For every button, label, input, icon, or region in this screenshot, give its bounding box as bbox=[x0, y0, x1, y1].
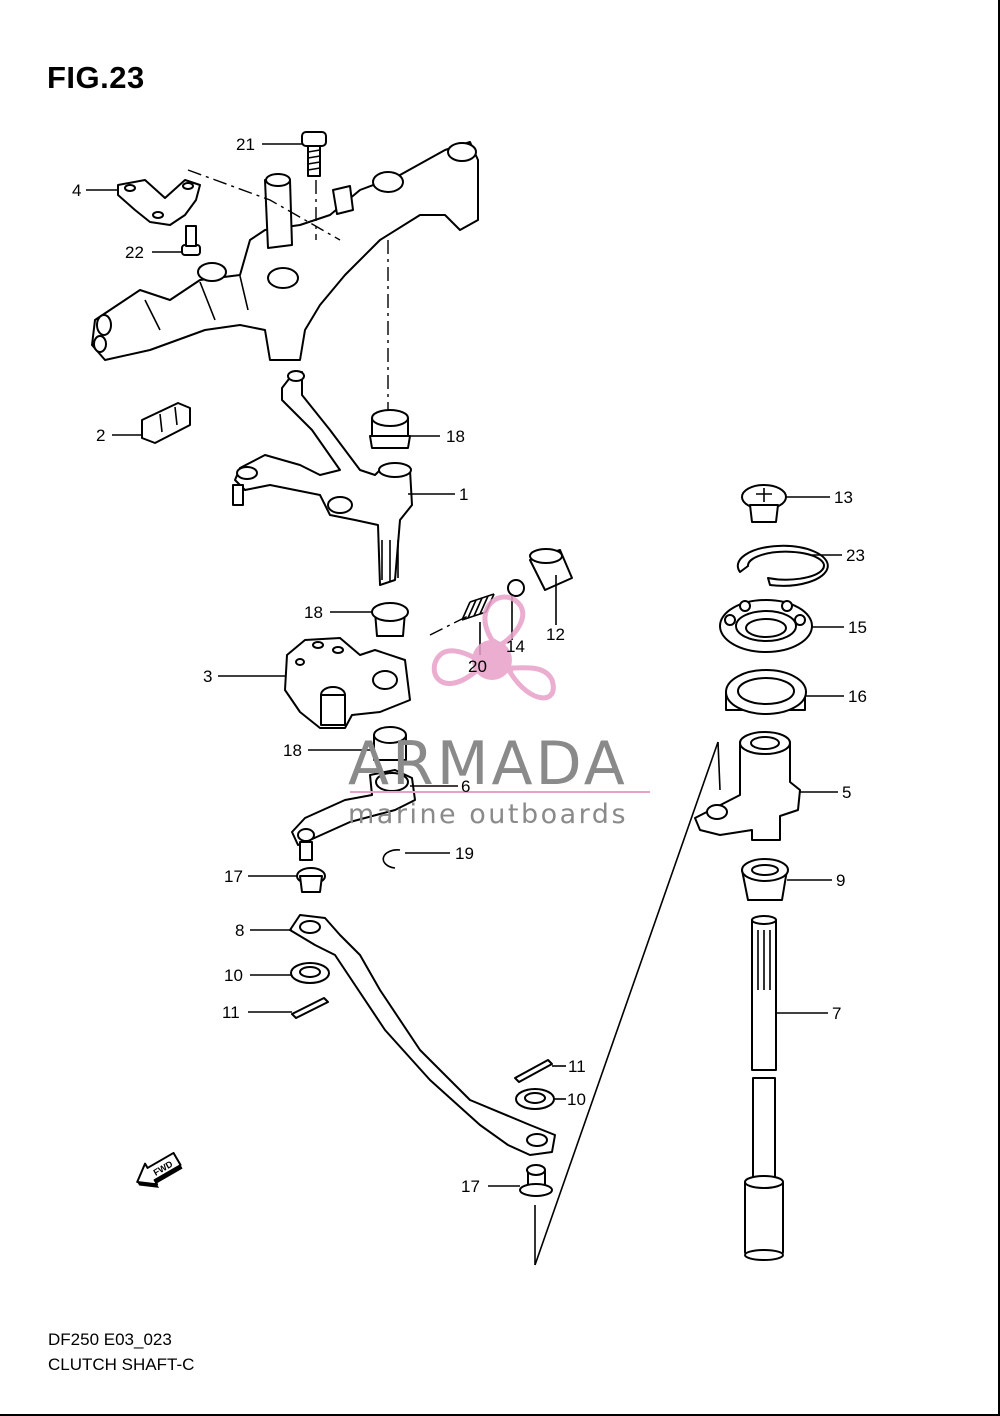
assembly-guide-lines bbox=[187, 169, 721, 1266]
watermark-subtitle: marine outboards bbox=[348, 799, 628, 830]
pin-part-11-right[interactable] bbox=[514, 1059, 553, 1083]
callout-19: 19 bbox=[455, 844, 474, 863]
bracket-part-3[interactable] bbox=[284, 637, 411, 729]
bushing-part-18-mid[interactable] bbox=[371, 602, 409, 637]
eclip-part-19[interactable] bbox=[382, 849, 401, 869]
spring-part-20[interactable] bbox=[461, 593, 495, 621]
screw-part-22[interactable] bbox=[181, 225, 201, 256]
watermark-title: ARMADA bbox=[348, 729, 628, 799]
callout-20: 20 bbox=[468, 657, 487, 676]
callout-17-top: 17 bbox=[224, 867, 243, 886]
plug-part-13[interactable] bbox=[741, 484, 787, 523]
callout-11-left: 11 bbox=[222, 1003, 240, 1022]
ball-part-14[interactable] bbox=[507, 579, 525, 597]
figure-title: FIG.23 bbox=[47, 60, 145, 95]
callout-16: 16 bbox=[848, 687, 867, 706]
callout-14: 14 bbox=[506, 637, 525, 656]
callout-18-top: 18 bbox=[446, 427, 465, 446]
washer-part-10-right[interactable] bbox=[515, 1088, 555, 1110]
callout-23: 23 bbox=[846, 546, 865, 565]
callout-6: 6 bbox=[461, 777, 470, 796]
leader-lines bbox=[86, 143, 844, 1187]
diagram-name: CLUTCH SHAFT-C bbox=[48, 1355, 195, 1374]
bushing-part-17-bottom[interactable] bbox=[519, 1164, 553, 1197]
washer-part-10-left[interactable] bbox=[290, 962, 330, 984]
callout-5: 5 bbox=[842, 783, 851, 802]
bolt-part-21[interactable] bbox=[301, 131, 327, 177]
callout-17-bottom: 17 bbox=[461, 1177, 480, 1196]
rod-part-8[interactable] bbox=[289, 914, 556, 1156]
bushing-part-17-top[interactable] bbox=[296, 867, 326, 893]
callout-11-right: 11 bbox=[568, 1057, 586, 1076]
bearing-part-15[interactable] bbox=[719, 599, 813, 653]
callout-10-right: 10 bbox=[567, 1090, 586, 1109]
callout-7: 7 bbox=[832, 1004, 841, 1023]
shift-lever-part-1[interactable] bbox=[232, 370, 413, 586]
bushing-part-18-low[interactable] bbox=[373, 726, 407, 761]
snap-ring-part-23[interactable] bbox=[736, 544, 829, 587]
callout-18-low: 18 bbox=[283, 741, 302, 760]
propeller-icon bbox=[431, 594, 556, 701]
callout-2: 2 bbox=[96, 426, 105, 445]
arm-part-6[interactable] bbox=[291, 769, 416, 861]
callout-9: 9 bbox=[836, 871, 845, 890]
callout-8: 8 bbox=[235, 921, 244, 940]
callout-10-left: 10 bbox=[224, 966, 243, 985]
bushing-part-18-top[interactable] bbox=[369, 409, 411, 449]
bracket-part[interactable] bbox=[91, 141, 479, 361]
pin-part-11-left[interactable] bbox=[291, 997, 329, 1019]
bushing-part-9[interactable] bbox=[741, 858, 789, 901]
diagram-code: DF250 E03_023 bbox=[48, 1330, 172, 1349]
fwd-arrow-icon: FWD bbox=[136, 1151, 183, 1188]
clutch-shaft-part-7[interactable] bbox=[744, 915, 784, 1261]
callout-1: 1 bbox=[459, 485, 468, 504]
callout-12: 12 bbox=[546, 625, 565, 644]
callout-4: 4 bbox=[72, 181, 81, 200]
callout-22: 22 bbox=[125, 243, 144, 262]
callout-3: 3 bbox=[203, 667, 212, 686]
callout-labels: 21 4 22 2 18 1 18 12 14 20 3 18 6 19 17 … bbox=[72, 135, 867, 1196]
sleeve-part-12[interactable] bbox=[529, 548, 573, 591]
seal-part-16[interactable] bbox=[725, 669, 807, 715]
callout-13: 13 bbox=[834, 488, 853, 507]
housing-part-5[interactable] bbox=[694, 731, 801, 841]
clip-part-2[interactable] bbox=[141, 402, 191, 444]
callout-18-mid: 18 bbox=[304, 603, 323, 622]
plate-part-4[interactable] bbox=[117, 179, 201, 226]
callout-21: 21 bbox=[236, 135, 255, 154]
callout-15: 15 bbox=[848, 618, 867, 637]
